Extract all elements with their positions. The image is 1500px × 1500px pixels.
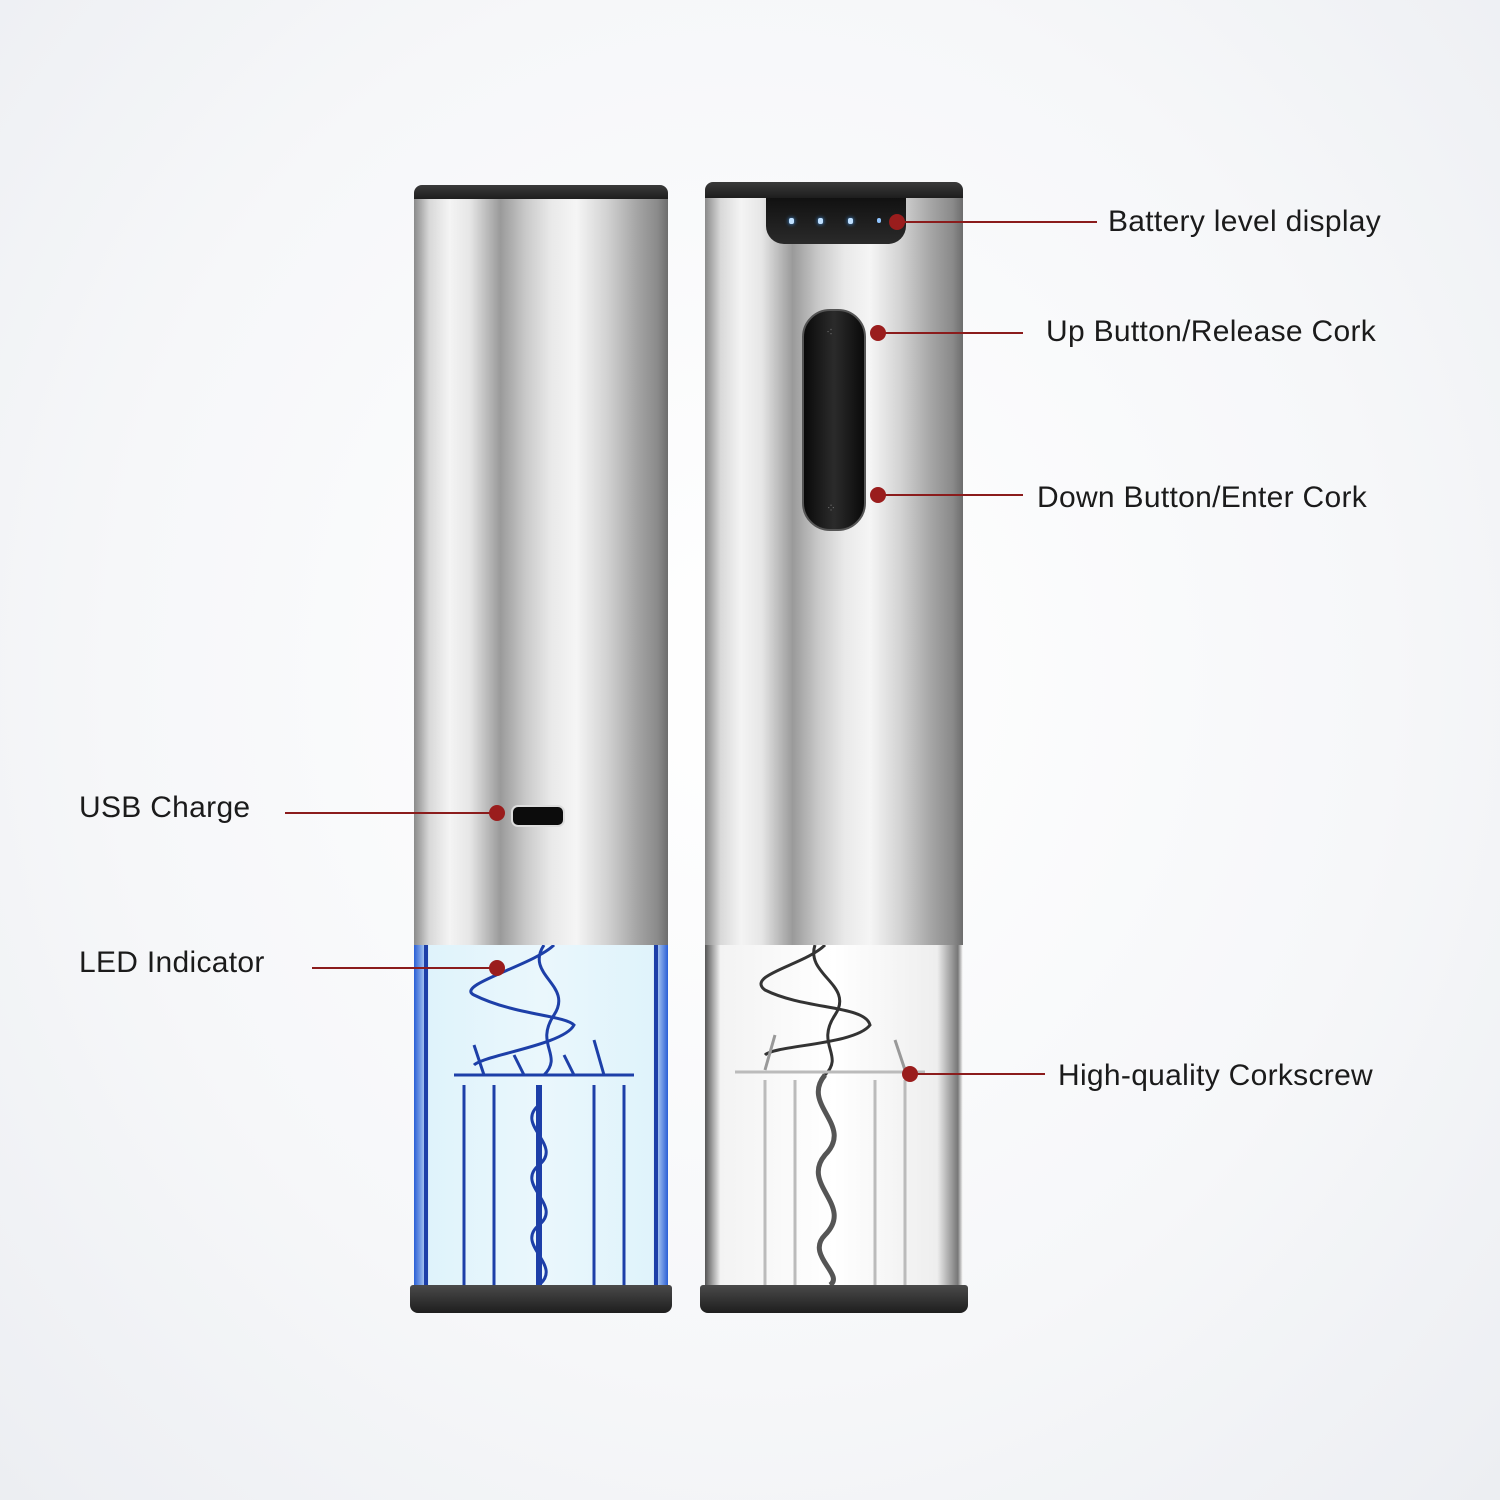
left-top-cap: [414, 185, 668, 201]
corkscrew-callout-dot: [902, 1066, 918, 1082]
up-callout-line: [878, 332, 1023, 334]
down-arrow-dots-icon: ⁘: [826, 501, 837, 515]
left-opener: [410, 185, 672, 1313]
blue-corkscrew-icon: [424, 943, 658, 1287]
usb-label: USB Charge: [79, 791, 251, 824]
down-button-label: Down Button/Enter Cork: [1037, 481, 1368, 514]
steel-corkscrew-icon: [735, 943, 925, 1288]
led-label: LED Indicator: [79, 946, 265, 979]
left-blue-window: [414, 943, 668, 1287]
battery-led-icon: [877, 218, 881, 223]
corkscrew-label: High-quality Corkscrew: [1058, 1059, 1374, 1092]
led-callout-line: [312, 967, 497, 969]
right-opener: ⁖ ⁘: [700, 182, 968, 1313]
usb-callout-line: [285, 812, 497, 814]
down-callout-dot: [870, 487, 886, 503]
battery-led-icon: [818, 218, 823, 224]
left-steel-body: [414, 199, 668, 945]
up-button-label: Up Button/Release Cork: [1046, 315, 1377, 348]
right-base: [700, 1285, 968, 1313]
usb-callout-dot: [489, 805, 505, 821]
battery-label: Battery level display: [1108, 205, 1382, 238]
up-down-button[interactable]: ⁖ ⁘: [802, 309, 866, 531]
right-clear-window: [705, 943, 963, 1288]
led-callout-dot: [489, 960, 505, 976]
battery-led-icon: [848, 218, 853, 224]
left-base: [410, 1285, 672, 1313]
corkscrew-callout-line: [910, 1073, 1045, 1075]
down-callout-line: [878, 494, 1023, 496]
usb-port: [511, 805, 565, 827]
battery-display: [766, 198, 906, 244]
battery-callout-line: [897, 221, 1097, 223]
battery-callout-dot: [889, 214, 905, 230]
right-top-cap: [705, 182, 963, 200]
battery-led-icon: [789, 218, 794, 224]
up-arrow-dots-icon: ⁖: [826, 325, 834, 339]
up-callout-dot: [870, 325, 886, 341]
